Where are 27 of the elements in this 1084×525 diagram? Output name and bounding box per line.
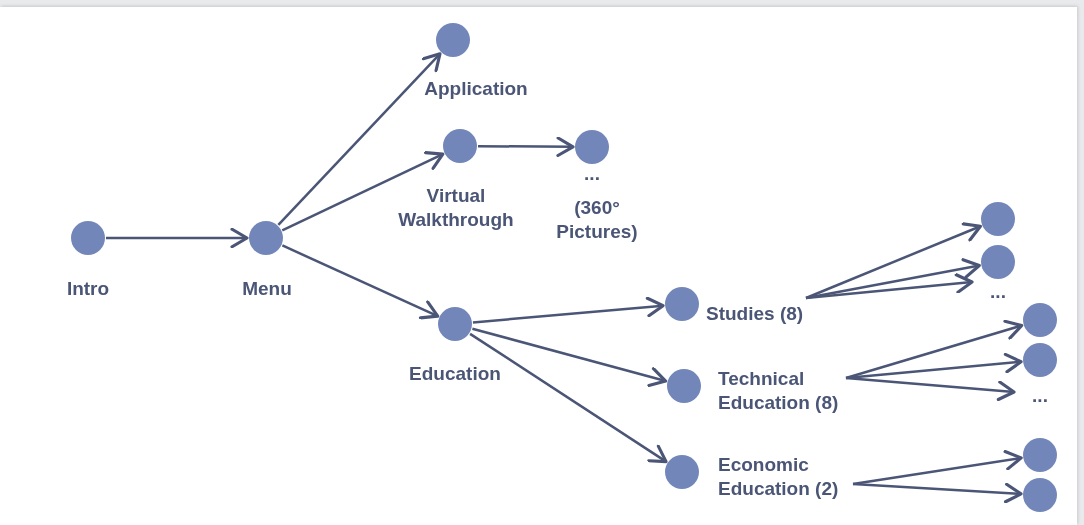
node-label: (360° Pictures) (555, 196, 639, 244)
ellipsis-label: ... (1022, 384, 1058, 410)
node-label: Menu (241, 277, 293, 301)
arrow (852, 482, 1023, 504)
node-label: Economic Education (2) (718, 453, 840, 501)
node-label: Virtual Walkthrough (397, 184, 515, 232)
arrow (281, 151, 445, 232)
arrow (845, 319, 1024, 380)
arrow (478, 136, 575, 158)
arrow (805, 273, 974, 300)
arrow (281, 244, 440, 320)
arrow (277, 52, 442, 226)
node-label: Education (408, 362, 502, 386)
arrow (805, 222, 982, 300)
node-label: Intro (65, 277, 111, 301)
ellipsis-label: ... (980, 280, 1016, 306)
node-label: Application (423, 77, 529, 101)
node-label: Studies (8) (706, 302, 805, 326)
arrow (472, 327, 668, 388)
node-label: Technical Education (8) (718, 367, 840, 415)
node-label: ... (583, 162, 601, 186)
arrow (472, 296, 665, 324)
arrow (852, 450, 1023, 486)
arrow (469, 332, 668, 464)
arrow (805, 258, 981, 300)
arrow (106, 227, 249, 249)
arrow (845, 376, 1016, 402)
